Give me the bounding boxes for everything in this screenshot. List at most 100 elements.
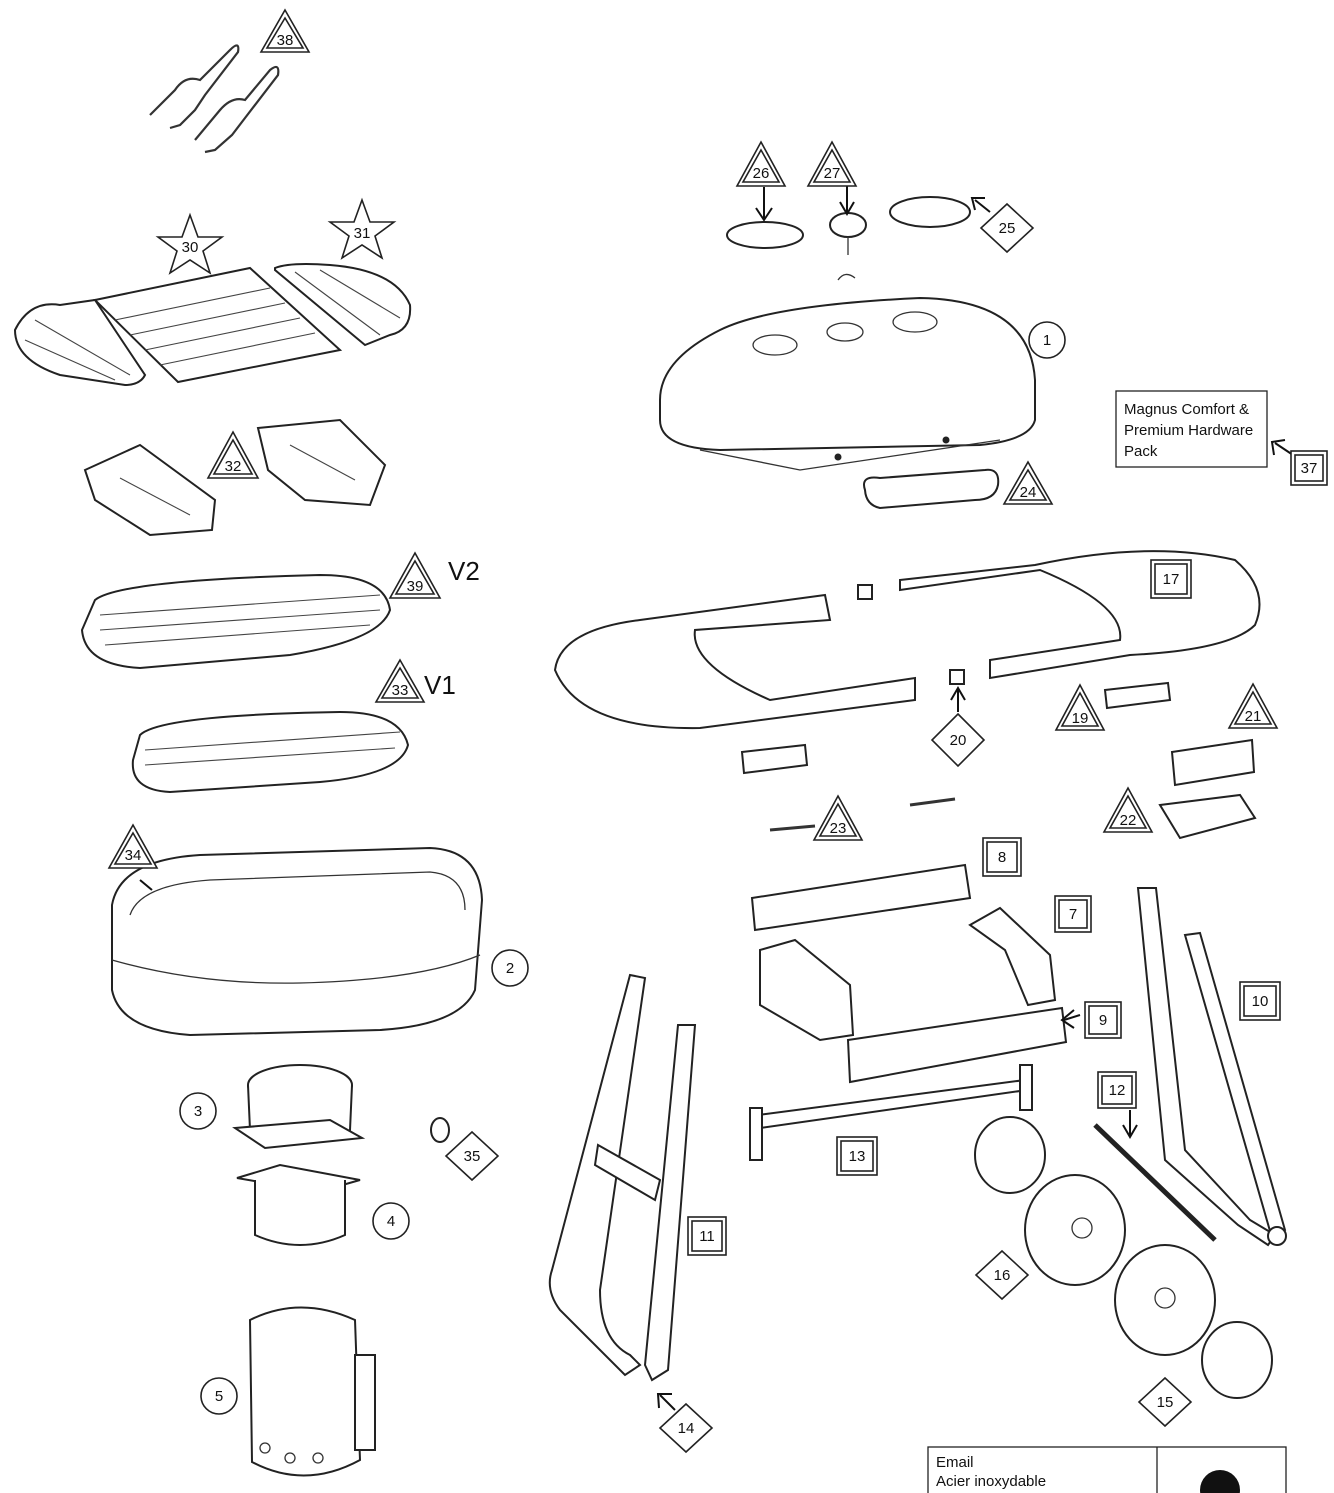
part-8-front-panel (750, 863, 972, 932)
part-10-rear-leg-frame (1136, 887, 1287, 1247)
callout-9: 9 (1084, 1001, 1122, 1039)
part-38-tool-hooks (149, 44, 280, 154)
callout-12: 12 (1097, 1071, 1137, 1109)
svg-text:1: 1 (1043, 332, 1051, 349)
svg-text:Pack: Pack (1124, 443, 1158, 460)
callout-20: 20 (930, 712, 986, 768)
callout-21: 21 (1227, 682, 1279, 729)
svg-text:16: 16 (994, 1267, 1011, 1284)
part-20-clips (857, 584, 965, 685)
svg-text:26: 26 (753, 165, 770, 182)
svg-text:20: 20 (950, 732, 967, 749)
callout-10: 10 (1239, 981, 1281, 1021)
svg-text:9: 9 (1099, 1012, 1107, 1029)
part-26-lid-vent-cover (889, 196, 971, 228)
part-5-chimney-starter (248, 1306, 376, 1477)
callout-25: 26 (735, 140, 787, 187)
callout-1: 1 (1028, 321, 1066, 359)
svg-text:21: 21 (1245, 708, 1262, 725)
callout-34: 34 (107, 823, 159, 869)
callout-39: 39 (388, 551, 442, 599)
variant-v2-label: V2 (448, 556, 480, 586)
svg-text:35: 35 (464, 1148, 481, 1165)
callout-5: 5 (200, 1377, 238, 1415)
svg-text:Magnus Comfort &: Magnus Comfort & (1124, 401, 1249, 418)
svg-text:11: 11 (699, 1228, 715, 1245)
part-3-ash-vent (232, 1064, 366, 1150)
callout-2: 2 (491, 949, 529, 987)
legend-email-label: Email (936, 1454, 974, 1471)
svg-text:38: 38 (277, 32, 294, 49)
part-24-lid-handle (863, 468, 1000, 510)
callout-30: 30 (155, 212, 225, 275)
part-1-lid (659, 296, 1036, 471)
callout-17: 17 (1150, 559, 1192, 599)
svg-text:37: 37 (1301, 460, 1318, 477)
svg-text:Premium Hardware: Premium Hardware (1124, 422, 1253, 439)
callout-16: 16 (974, 1249, 1030, 1301)
part-9-rear-panel (846, 1006, 1068, 1084)
part-25-lid-vent (726, 221, 804, 249)
svg-text:25: 25 (999, 220, 1016, 237)
callout-32: 32 (206, 430, 260, 479)
part-16-wheel (974, 1116, 1126, 1286)
callout-11: 11 (687, 1216, 727, 1256)
part-33-cooking-grid-v1 (131, 710, 410, 794)
svg-text:33: 33 (392, 682, 409, 699)
variant-v1-label: V1 (424, 670, 456, 700)
svg-text:2: 2 (506, 960, 514, 977)
callout-38: 38 (259, 8, 311, 53)
part-39-cooking-grid-v2 (80, 573, 392, 670)
part-30-center-grate (92, 266, 343, 384)
callout-19: 19 (1054, 683, 1106, 731)
part-19-hook-bracket-left (740, 743, 809, 775)
part-2-firebowl (111, 846, 484, 1037)
svg-text:4: 4 (387, 1213, 395, 1230)
callout-7: 7 (1054, 895, 1092, 933)
part-4-ash-cup (236, 1163, 361, 1246)
svg-text:19: 19 (1072, 710, 1089, 727)
svg-text:34: 34 (125, 847, 142, 864)
svg-text:22: 22 (1120, 812, 1137, 829)
svg-text:15: 15 (1157, 1394, 1174, 1411)
part-7-base-brackets (759, 906, 1057, 1042)
part-22-bracket (1158, 793, 1257, 840)
callout-13: 13 (836, 1136, 878, 1176)
leader-arrows (139, 186, 1294, 1411)
part-13-axle-bar (749, 1064, 1033, 1161)
svg-text:27: 27 (824, 165, 841, 182)
svg-text:13: 13 (849, 1148, 866, 1165)
part-15-wheel (1114, 1244, 1273, 1399)
svg-text:7: 7 (1069, 906, 1077, 923)
svg-text:17: 17 (1163, 571, 1180, 588)
callout-14: 14 (658, 1402, 714, 1454)
svg-text:3: 3 (194, 1103, 202, 1120)
callout-15: 15 (1137, 1376, 1193, 1428)
svg-text:23: 23 (830, 820, 847, 837)
material-legend: Email Acier inoxydable (927, 1446, 1287, 1493)
svg-text:32: 32 (225, 458, 242, 475)
callout-4: 4 (372, 1202, 410, 1240)
legend-stainless-label: Acier inoxydable (936, 1473, 1046, 1490)
svg-text:14: 14 (678, 1420, 695, 1437)
hardware-pack-box: Magnus Comfort & Premium Hardware Pack (1115, 390, 1268, 468)
part-21-bracket (1170, 738, 1256, 787)
svg-text:12: 12 (1109, 1082, 1126, 1099)
svg-text:39: 39 (407, 578, 424, 595)
legend-dot-icon (1200, 1470, 1240, 1493)
svg-text:10: 10 (1252, 993, 1269, 1010)
callout-3: 3 (179, 1092, 217, 1130)
part-27-thermometer (829, 212, 867, 281)
svg-text:31: 31 (354, 225, 371, 242)
svg-text:8: 8 (998, 849, 1006, 866)
callout-22: 22 (1102, 786, 1154, 833)
callout-8: 8 (982, 837, 1022, 877)
callout-33: 33 (374, 658, 426, 703)
part-31-right-side-grate (274, 263, 412, 347)
callout-23: 23 (812, 794, 864, 841)
callout-31: 31 (327, 197, 397, 260)
svg-text:5: 5 (215, 1388, 223, 1405)
part-35-knob (430, 1117, 450, 1143)
svg-text:24: 24 (1020, 484, 1037, 501)
